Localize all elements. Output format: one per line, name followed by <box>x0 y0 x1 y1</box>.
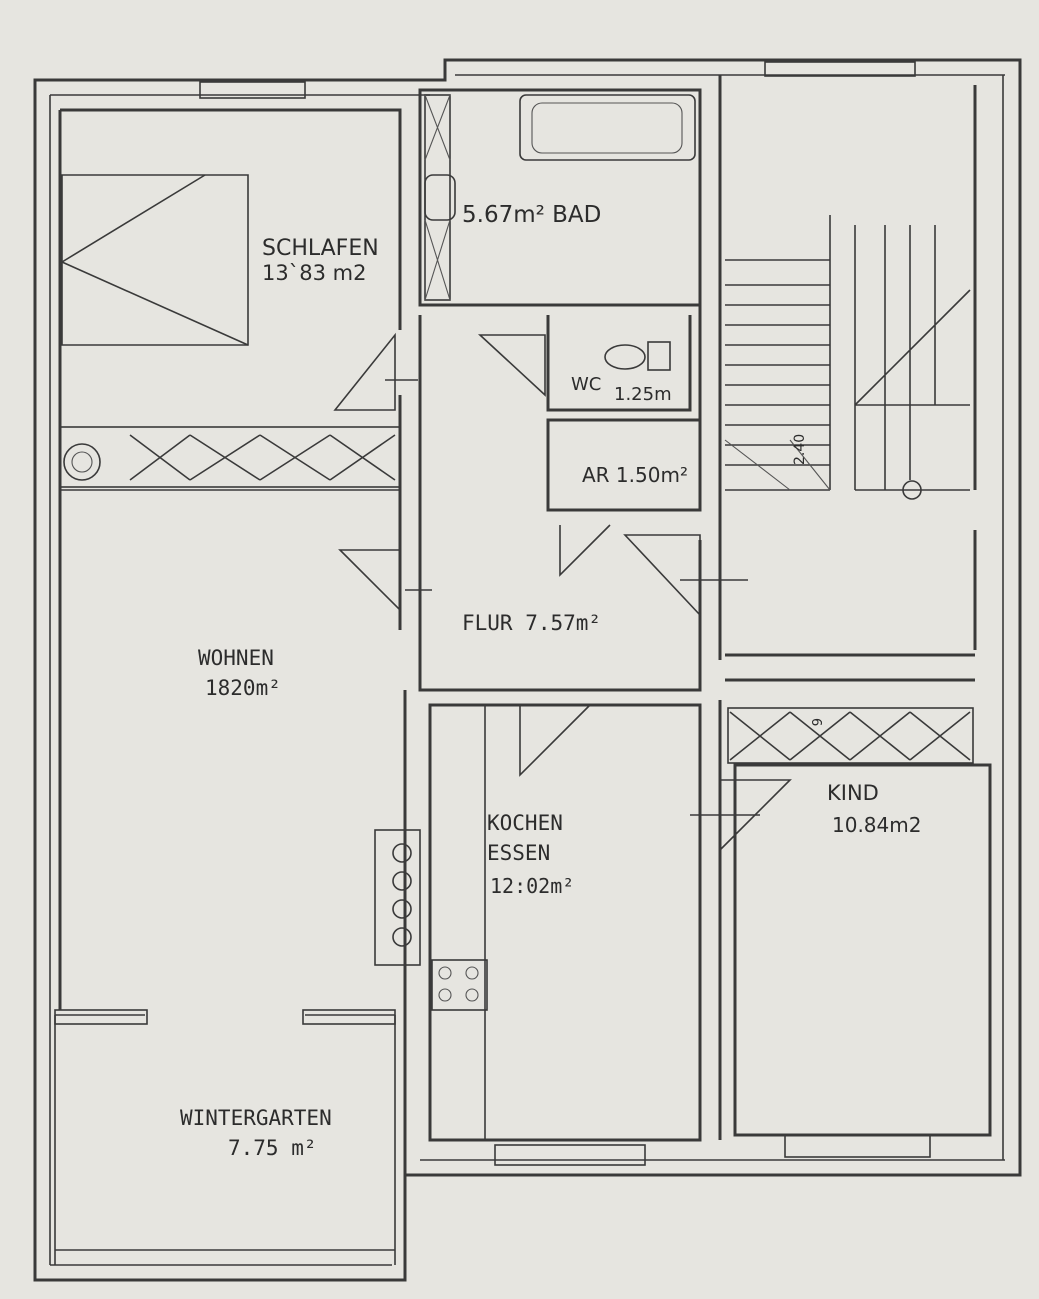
wohnen-area: 1820m² <box>205 676 281 700</box>
door-swings-hall <box>338 334 792 851</box>
wc-area: 1.25m <box>614 384 672 405</box>
interior-walls <box>58 75 992 1175</box>
exterior-walls <box>33 58 1022 1282</box>
wardrobe-kind <box>727 707 974 764</box>
wintergarten-frame <box>54 1009 396 1265</box>
kind-area: 10.84m2 <box>832 813 921 837</box>
wardrobe-strip <box>59 426 401 488</box>
wc-name: WC <box>571 374 601 395</box>
staircase <box>724 215 971 500</box>
door-swing-bedroom <box>333 332 396 411</box>
stair-dimension: 2.40 <box>792 434 808 465</box>
wintergarten-area: 7.75 m² <box>228 1136 317 1160</box>
wintergarten-name: WINTERGARTEN <box>180 1106 332 1130</box>
ar-label: AR 1.50m² <box>582 463 688 487</box>
bad-label: 5.67m² BAD <box>462 202 601 228</box>
bathtub <box>519 94 696 161</box>
bath-cabinet <box>424 94 456 301</box>
small-mark: 6 <box>808 718 823 726</box>
kind-name: KIND <box>827 781 879 805</box>
schlafen-area: 13`83 m2 <box>262 261 366 285</box>
wohnen-name: WOHNEN <box>198 646 274 670</box>
bed-outline <box>61 174 249 346</box>
kochen-area: 12:02m² <box>490 874 574 898</box>
radiator <box>374 829 421 966</box>
essen-name: ESSEN <box>487 841 550 865</box>
flur-label: FLUR 7.57m² <box>462 611 601 635</box>
kochen-name: KOCHEN <box>487 811 563 835</box>
toilet <box>604 341 671 371</box>
stove <box>431 959 488 1011</box>
schlafen-name: SCHLAFEN <box>262 236 379 261</box>
